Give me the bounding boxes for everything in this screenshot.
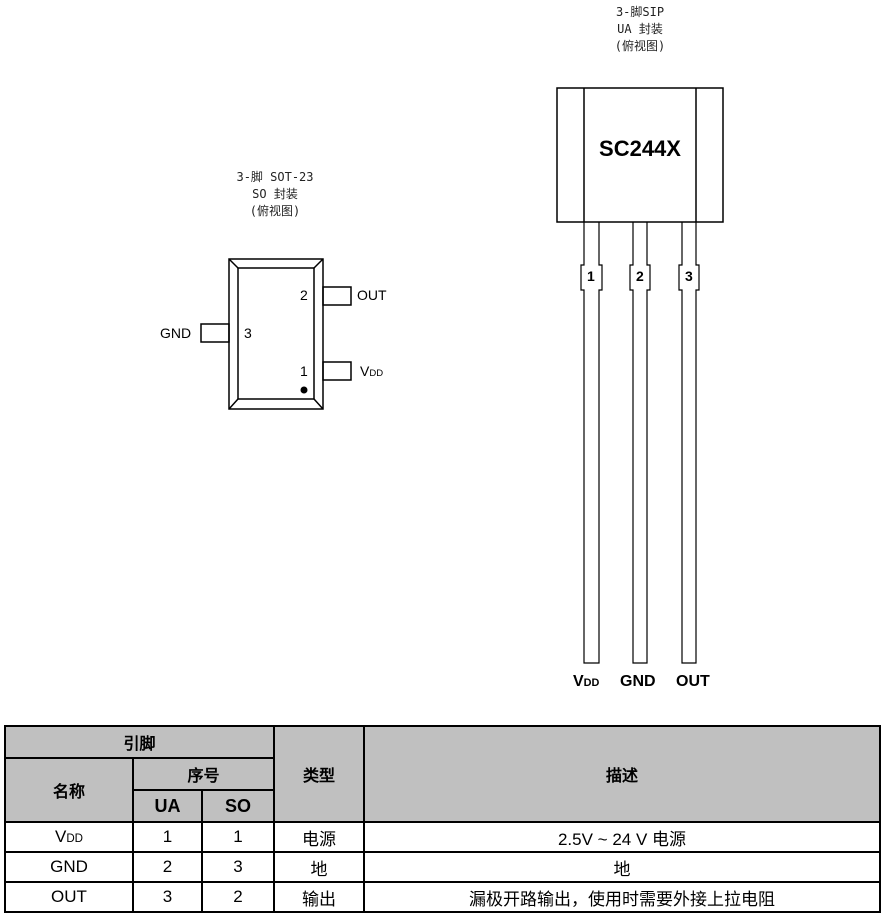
header-number: 序号: [132, 757, 275, 791]
cell-name: GND: [4, 851, 134, 883]
label-main: V: [360, 363, 370, 379]
header-pin: 引脚: [4, 725, 275, 759]
cell-desc: 2.5V ~ 24 V 电源: [363, 821, 881, 853]
table-row: OUT 3 2 输出 漏极开路输出，使用时需要外接上拉电阻: [4, 881, 881, 913]
sot23-pin1-name: VDD: [360, 363, 383, 379]
sot23-title-line: SO 封装: [252, 187, 298, 201]
sip-title-line: 3-脚SIP: [615, 5, 665, 19]
sip-title: 3-脚SIP UA 封装 (俯视图): [565, 4, 715, 55]
sot23-lead-out: [322, 286, 352, 306]
sip-pin1-name: VDD: [573, 673, 599, 691]
sot23-pin3-number: 3: [244, 325, 252, 341]
cell-so: 3: [201, 851, 275, 883]
label-sub: DD: [583, 677, 600, 689]
header-type: 类型: [273, 725, 365, 823]
label-main: V: [54, 827, 67, 846]
label-sub: DD: [369, 368, 384, 379]
cell-desc: 地: [363, 851, 881, 883]
header-name: 名称: [4, 757, 134, 823]
cell-name: VDD: [4, 821, 134, 853]
sot23-pin2-name: OUT: [357, 287, 387, 303]
cell-ua: 2: [132, 851, 203, 883]
sip-title-line: UA 封装: [617, 22, 663, 36]
label-sub: DD: [66, 833, 84, 845]
label-main: V: [573, 673, 584, 690]
sot23-title-line: (俯视图): [249, 204, 301, 218]
pin1-dot-icon: [300, 386, 308, 394]
sot23-title: 3-脚 SOT-23 SO 封装 (俯视图): [200, 169, 350, 220]
sip-leads: [580, 222, 700, 664]
table-row: VDD 1 1 电源 2.5V ~ 24 V 电源: [4, 821, 881, 853]
cell-name: OUT: [4, 881, 134, 913]
sip-pin2-name: GND: [620, 673, 656, 690]
sot23-lead-gnd: [200, 323, 230, 343]
sip-pin3-number: 3: [685, 268, 693, 284]
sot23-lead-vdd: [322, 361, 352, 381]
sot23-pin2-number: 2: [300, 287, 308, 303]
package-drawings: [200, 87, 724, 664]
header-ua: UA: [132, 789, 203, 823]
sip-title-line: (俯视图): [614, 39, 666, 53]
sip-package-outline: [556, 87, 724, 223]
cell-type: 地: [273, 851, 365, 883]
sip-pin2-number: 2: [636, 268, 644, 284]
sot23-pin3-name: GND: [160, 325, 192, 341]
sot23-pin1-number: 1: [300, 363, 308, 379]
cell-so: 1: [201, 821, 275, 853]
sot23-title-line: 3-脚 SOT-23: [236, 170, 314, 184]
pin-table: 引脚 类型 描述 名称 序号 UA SO VDD 1 1 电源 2.5V ~ 2…: [4, 725, 881, 913]
sip-pin3-name: OUT: [676, 673, 710, 690]
table-row: GND 2 3 地 地: [4, 851, 881, 883]
header-desc: 描述: [363, 725, 881, 823]
cell-so: 2: [201, 881, 275, 913]
cell-desc: 漏极开路输出，使用时需要外接上拉电阻: [363, 881, 881, 913]
cell-type: 输出: [273, 881, 365, 913]
sip-part-number: SC244X: [599, 136, 681, 161]
cell-type: 电源: [273, 821, 365, 853]
header-so: SO: [201, 789, 275, 823]
cell-ua: 1: [132, 821, 203, 853]
cell-ua: 3: [132, 881, 203, 913]
sip-pin1-number: 1: [587, 268, 595, 284]
